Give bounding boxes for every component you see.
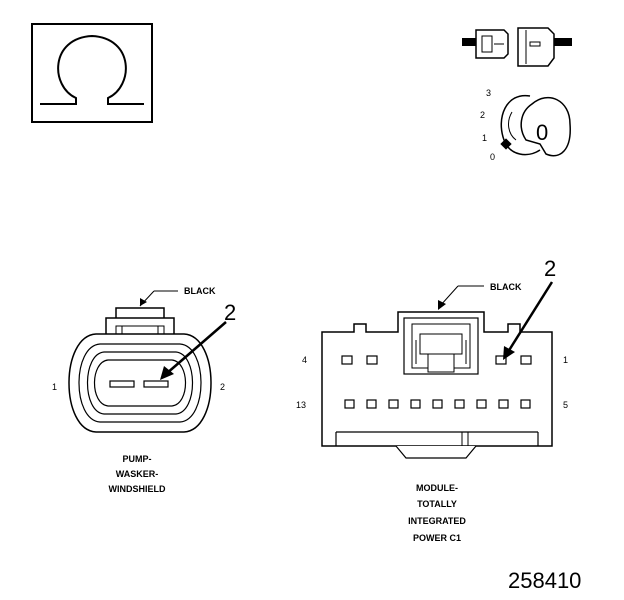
left-connector-color-label: BLACK (184, 286, 216, 296)
left-connector-name-line: PUMP- (123, 454, 152, 464)
key-switch-position-label: 3 (486, 88, 491, 98)
left-connector-callout: 2 (224, 300, 236, 325)
right-connector (321, 281, 554, 459)
right-connector-name-line: TOTALLY (417, 499, 457, 509)
left-connector-name-line: WINDSHIELD (109, 484, 166, 494)
right-connector-pin-5: 5 (563, 400, 568, 410)
right-connector-pin-4: 4 (302, 355, 307, 365)
figure-number: 258410 (508, 568, 581, 593)
key-label: 0 (536, 120, 548, 145)
key-switch-position-label: 2 (480, 110, 485, 120)
right-connector-pin-1: 1 (563, 355, 568, 365)
key-switch-position-label: 0 (490, 152, 495, 162)
ohm-symbol-icon (31, 23, 153, 123)
left-connector-pin-1: 1 (52, 382, 57, 392)
right-connector-name-line: POWER C1 (413, 533, 461, 543)
right-connector-name-line: MODULE- (416, 483, 458, 493)
connector-disconnect-icon (462, 27, 572, 67)
left-connector-name-line: WASKER- (116, 469, 159, 479)
right-connector-callout: 2 (544, 256, 556, 281)
right-connector-name-line: INTEGRATED (408, 516, 466, 526)
right-connector-pin-13: 13 (296, 400, 306, 410)
key-switch-position-label: 1 (482, 133, 487, 143)
right-connector-color-label: BLACK (490, 282, 522, 292)
left-connector (68, 290, 227, 433)
ignition-key-icon: 3 2 1 0 0 (480, 88, 571, 162)
left-connector-pin-2: 2 (220, 382, 225, 392)
